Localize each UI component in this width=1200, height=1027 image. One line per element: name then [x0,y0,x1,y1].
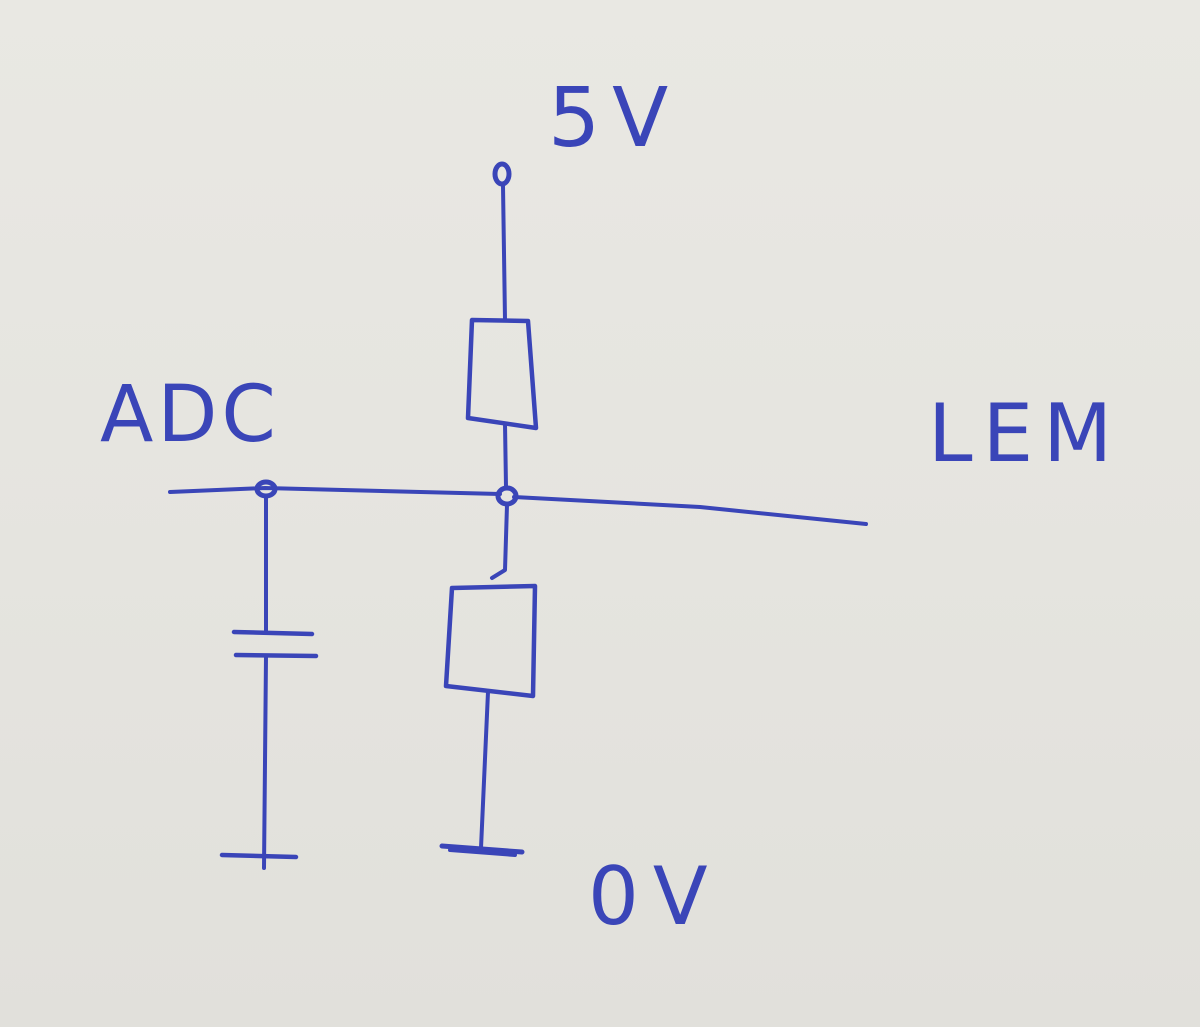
capacitor-plate-bottom [233,652,319,659]
supply-terminal-circle [492,161,512,187]
wire-adc-to-junction [168,486,502,496]
wire-supply-to-upper-resistor [501,184,507,322]
ground-bar-right [439,843,525,855]
capacitor-plate-top [231,629,315,637]
wire-lower-resistor-to-ground [479,690,490,850]
lem-label: LEM [928,387,1122,480]
wire-upper-resistor-to-junction [503,422,508,489]
wire-capacitor-to-ground [262,654,268,870]
adc-label: ADC [100,370,280,460]
wire-junction-to-lower-resistor [490,503,509,580]
upper-resistor [465,317,539,431]
wire-junction-to-lem [512,495,868,526]
ground-bar-right-thick [448,848,517,857]
lower-resistor [443,583,538,699]
ground-bar-left [219,852,299,860]
supply-voltage-label: 5V [548,71,680,166]
ground-voltage-label: 0V [588,850,722,943]
